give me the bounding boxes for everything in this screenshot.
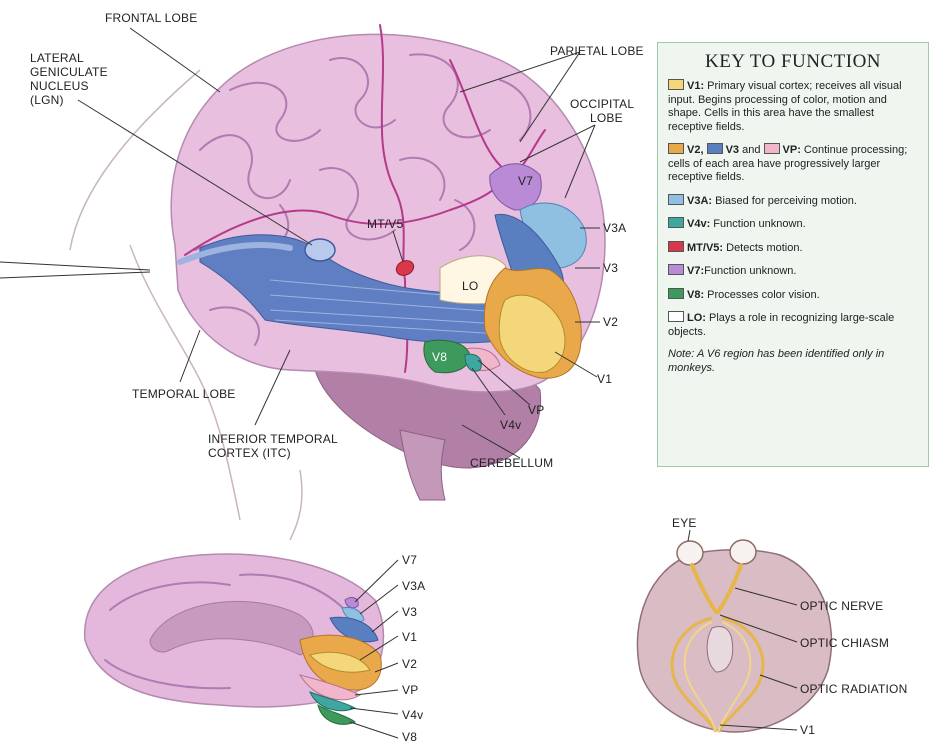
optic-nerve-pointer-lines xyxy=(0,262,150,278)
label-v3: V3 xyxy=(603,261,618,275)
label-vp: VP xyxy=(528,403,544,417)
label-v3a: V3A xyxy=(603,221,626,235)
swatch-v8 xyxy=(668,288,684,299)
key-text-v8: Processes color vision. xyxy=(704,289,820,301)
label-frontal-lobe: FRONTAL LOBE xyxy=(105,11,197,25)
medial-brain xyxy=(85,554,384,724)
label-occipital-2: LOBE xyxy=(590,111,623,125)
brainstem-inferior xyxy=(707,627,733,673)
swatch-v3a xyxy=(668,194,684,205)
label-cerebellum: CEREBELLUM xyxy=(470,456,553,470)
label-inferior-v1: V1 xyxy=(800,723,815,737)
key-code-vp: VP: xyxy=(783,144,801,156)
label-optic-chiasm: OPTIC CHIASM xyxy=(800,636,889,650)
leader-medial-v7 xyxy=(355,560,398,602)
key-code-v2: V2, xyxy=(687,144,704,156)
key-note: Note: A V6 region has been identified on… xyxy=(668,348,918,375)
key-to-function-panel: KEY TO FUNCTION V1: Primary visual corte… xyxy=(657,42,929,467)
swatch-v1 xyxy=(668,79,684,90)
label-temporal-lobe: TEMPORAL LOBE xyxy=(132,387,236,401)
label-lgn-1: LATERAL xyxy=(30,51,84,65)
medial-label-v8: V8 xyxy=(402,730,417,742)
key-text-v4v: Function unknown. xyxy=(710,218,805,230)
label-optic-nerve: OPTIC NERVE xyxy=(800,599,883,613)
medial-label-v7: V7 xyxy=(402,553,417,567)
label-occipital-1: OCCIPITAL xyxy=(570,97,634,111)
left-eye xyxy=(677,541,703,565)
key-item-v1: V1: Primary visual cortex; receives all … xyxy=(668,79,918,134)
medial-label-v2: V2 xyxy=(402,657,417,671)
key-code-lo: LO: xyxy=(687,312,706,324)
swatch-v3 xyxy=(707,143,723,154)
key-item-mt-v5: MT/V5: Detects motion. xyxy=(668,241,918,256)
label-itc-1: INFERIOR TEMPORAL xyxy=(208,432,338,446)
key-code-v8: V8: xyxy=(687,289,704,301)
label-v4v: V4v xyxy=(500,418,521,432)
leader-medial-v4v xyxy=(350,708,398,714)
medial-label-v1: V1 xyxy=(402,630,417,644)
key-title: KEY TO FUNCTION xyxy=(668,51,918,73)
key-item-v3a: V3A: Biased for perceiving motion. xyxy=(668,194,918,209)
key-code-mt-v5: MT/V5: xyxy=(687,242,723,254)
label-optic-radiation: OPTIC RADIATION xyxy=(800,682,907,696)
medial-label-v3a: V3A xyxy=(402,579,425,593)
swatch-v4v xyxy=(668,217,684,228)
label-lo: LO xyxy=(462,279,478,293)
key-code-v7: V7: xyxy=(687,265,704,277)
medial-label-vp: VP xyxy=(402,683,418,697)
key-item-v4v: V4v: Function unknown. xyxy=(668,217,918,232)
key-text-mt-v5: Detects motion. xyxy=(723,242,802,254)
lateral-brain xyxy=(171,25,605,500)
label-lgn-4: (LGN) xyxy=(30,93,64,107)
brainstem xyxy=(400,430,445,500)
label-v1: V1 xyxy=(597,372,612,386)
swatch-mt-v5 xyxy=(668,241,684,252)
leader-medial-vp xyxy=(355,690,398,695)
label-v8: V8 xyxy=(432,350,447,364)
leader-eye xyxy=(688,530,690,541)
key-code-v3: V3 xyxy=(726,144,739,156)
swatch-v2 xyxy=(668,143,684,154)
key-item-v7: V7:Function unknown. xyxy=(668,264,918,279)
medial-label-v3: V3 xyxy=(402,605,417,619)
swatch-v7 xyxy=(668,264,684,275)
lgn xyxy=(305,239,335,261)
label-mt-v5: MT/V5 xyxy=(367,217,403,231)
key-item-lo: LO: Plays a role in recognizing large-sc… xyxy=(668,311,918,339)
leader-medial-v8 xyxy=(350,722,398,738)
key-and: and xyxy=(739,144,763,156)
right-eye xyxy=(730,540,756,564)
label-v7: V7 xyxy=(518,174,533,188)
swatch-vp xyxy=(764,143,780,154)
label-eye: EYE xyxy=(672,516,697,530)
key-text-v7: Function unknown. xyxy=(704,265,796,277)
label-parietal-lobe: PARIETAL LOBE xyxy=(550,44,644,58)
key-text-v3a: Biased for perceiving motion. xyxy=(712,195,857,207)
key-code-v3a: V3A: xyxy=(687,195,712,207)
label-itc-2: CORTEX (ITC) xyxy=(208,446,291,460)
key-text-v1: Primary visual cortex; receives all visu… xyxy=(668,80,902,133)
label-lgn-2: GENICULATE xyxy=(30,65,108,79)
key-code-v1: V1: xyxy=(687,80,704,92)
key-item-v2-v3-vp: V2, V3 and VP: Continue processing; cell… xyxy=(668,143,918,185)
label-v2: V2 xyxy=(603,315,618,329)
neck-outline xyxy=(290,470,302,540)
key-code-v4v: V4v: xyxy=(687,218,710,230)
key-item-v8: V8: Processes color vision. xyxy=(668,288,918,303)
medial-label-v4v: V4v xyxy=(402,708,423,722)
swatch-lo xyxy=(668,311,684,322)
leader-frontal xyxy=(130,28,220,92)
label-lgn-3: NUCLEUS xyxy=(30,79,89,93)
